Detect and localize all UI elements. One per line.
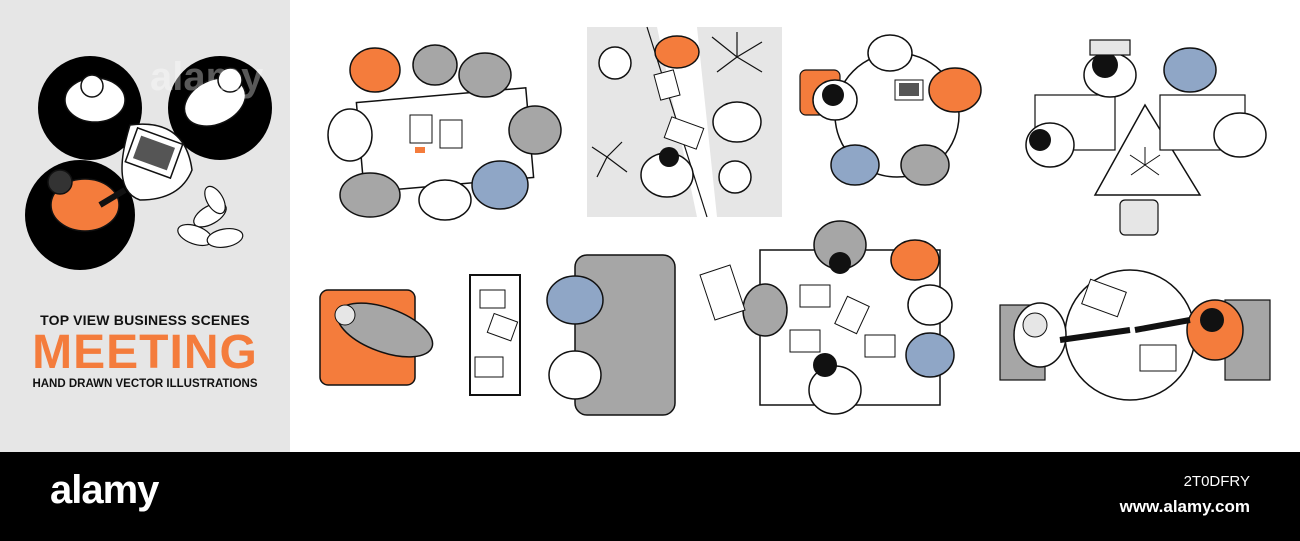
- workshop-table-scene-illustration: [699, 220, 955, 415]
- handshake-scene-illustration: [25, 56, 272, 270]
- title-headline: MEETING: [32, 326, 258, 379]
- illustration-grid: [290, 0, 1300, 452]
- footer-bar: [0, 452, 1300, 541]
- cafe-scene-illustration: [587, 26, 782, 218]
- site-link[interactable]: www.alamy.com: [1119, 497, 1250, 516]
- brand-logo-text[interactable]: alamy: [50, 468, 159, 512]
- cover-panel: alamy TOP VIEW BUSINESS SCENES MEETING H…: [0, 0, 290, 452]
- watermark-text: alamy: [150, 55, 264, 99]
- round-table-scene-illustration: [799, 34, 982, 186]
- handshake-table-scene-illustration: [999, 269, 1271, 401]
- title-bottom-line: HAND DRAWN VECTOR ILLUSTRATIONS: [32, 378, 258, 390]
- image-id-label: 2T0DFRY: [1183, 473, 1250, 490]
- lounge-scene-illustration: [319, 254, 676, 416]
- title-top-line: TOP VIEW BUSINESS SCENES: [40, 312, 250, 328]
- title-block: TOP VIEW BUSINESS SCENES MEETING HAND DR…: [0, 312, 290, 390]
- team-table-scene-illustration: [327, 44, 562, 221]
- triangle-table-scene-illustration: [1025, 39, 1267, 236]
